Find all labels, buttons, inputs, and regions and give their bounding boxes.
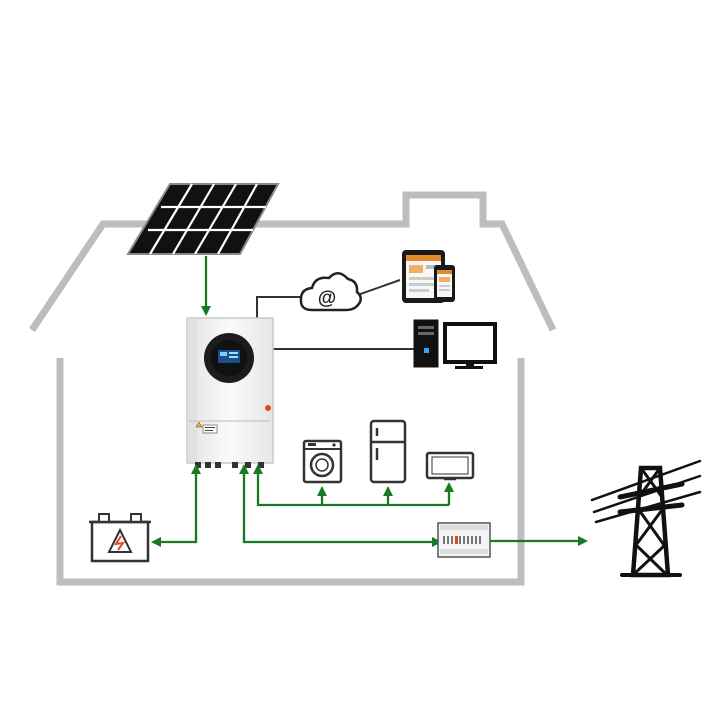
power-connections	[151, 256, 588, 547]
tv-icon	[425, 451, 475, 481]
desktop-computer-icon	[413, 319, 497, 369]
cloud-label: @	[318, 288, 337, 309]
distribution-box-icon	[437, 522, 491, 558]
transmission-tower-icon	[590, 459, 702, 578]
inverter-cloud-link	[256, 296, 302, 318]
inverter-icon	[186, 317, 274, 468]
washing-machine-icon	[302, 439, 343, 484]
house-walls	[56, 358, 525, 586]
house-outline	[29, 191, 557, 332]
inverter-loads-bus	[253, 464, 449, 507]
tablet-phone-icon	[402, 250, 455, 303]
cloud-icon: @	[299, 272, 362, 312]
battery-icon	[89, 513, 151, 563]
inverter-distribution-link	[239, 464, 442, 547]
refrigerator-icon	[369, 419, 407, 484]
solar-panel-icon	[126, 183, 280, 255]
inverter-battery-link	[151, 464, 201, 547]
